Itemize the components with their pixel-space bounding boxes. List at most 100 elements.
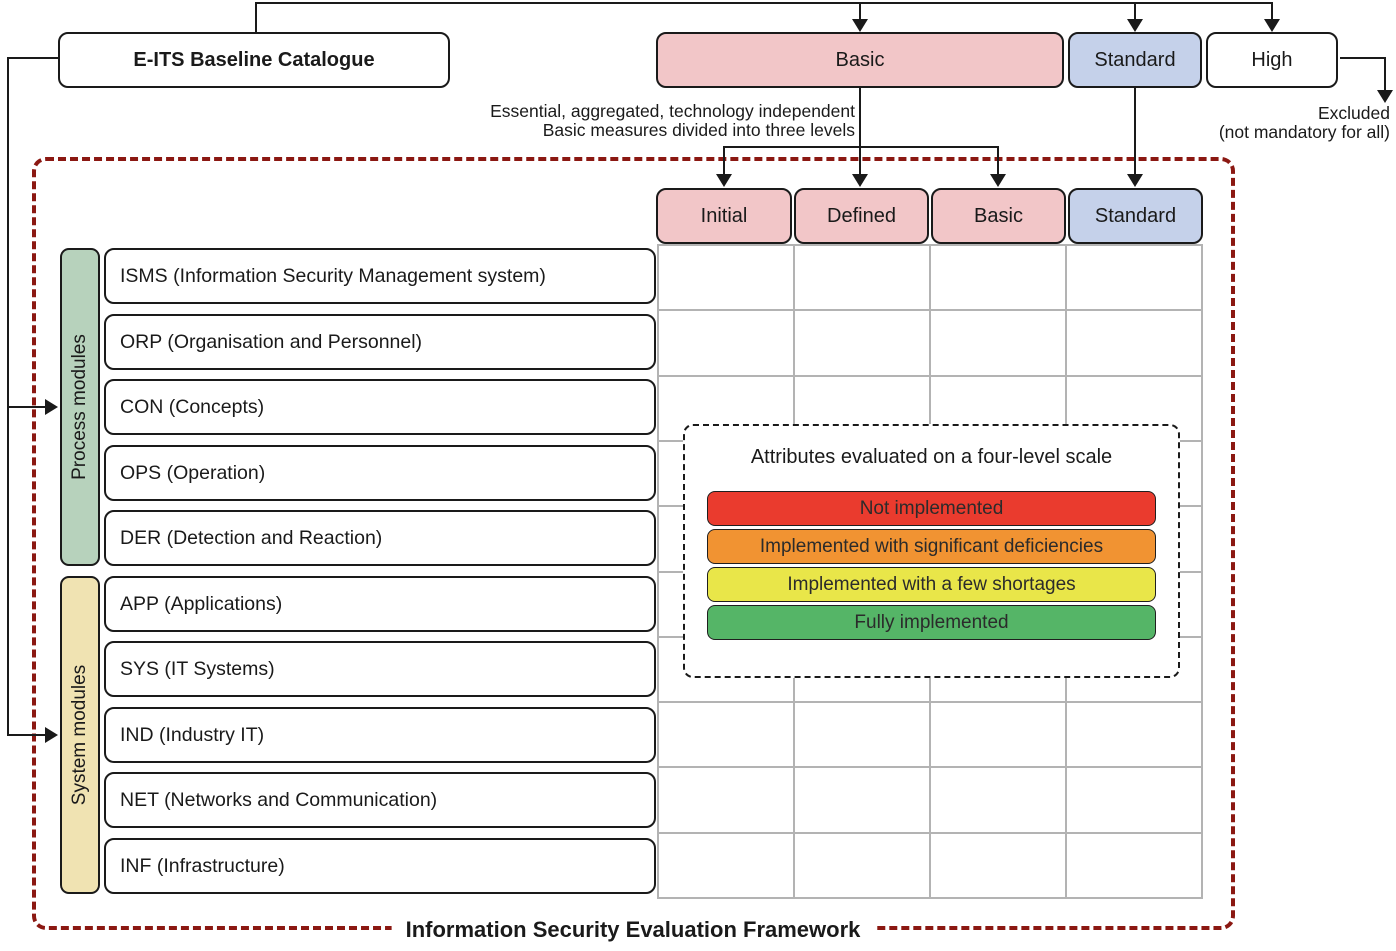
arrow-down-icon bbox=[852, 19, 868, 32]
arrow-down-icon bbox=[990, 174, 1006, 187]
connector-top-spine bbox=[255, 2, 1273, 4]
arrow-down-icon bbox=[1377, 90, 1393, 103]
module-row-ind: IND (Industry IT) bbox=[104, 707, 656, 763]
grid-cell bbox=[794, 245, 930, 311]
legend-level-label: Not implemented bbox=[859, 497, 1004, 519]
group-strip-process: Process modules bbox=[60, 248, 100, 566]
excluded-note: Excluded (not mandatory for all) bbox=[1160, 104, 1390, 142]
excluded-note-line1: Excluded bbox=[1318, 103, 1390, 123]
excluded-note-line2: (not mandatory for all) bbox=[1218, 122, 1390, 142]
grid-cell bbox=[1066, 832, 1202, 898]
arrow-down-icon bbox=[1264, 19, 1280, 32]
connector-catalogue-left bbox=[8, 57, 58, 59]
arrow-down-icon bbox=[1127, 174, 1143, 187]
module-label: OPS (Operation) bbox=[120, 461, 266, 484]
catalogue-box: E-ITS Baseline Catalogue bbox=[58, 32, 450, 88]
connector-drop-high bbox=[1271, 2, 1273, 20]
grid-cell bbox=[794, 767, 930, 833]
connector-to-system bbox=[8, 734, 46, 736]
module-label: SYS (IT Systems) bbox=[120, 657, 275, 680]
legend-title: Attributes evaluated on a four-level sca… bbox=[750, 446, 1113, 468]
connector-basic-branch bbox=[723, 146, 999, 148]
grid-cell bbox=[930, 245, 1066, 311]
framework-title: Information Security Evaluation Framewor… bbox=[391, 917, 875, 943]
arrow-right-icon bbox=[45, 399, 58, 415]
grid-cell bbox=[1066, 245, 1202, 311]
module-label: CON (Concepts) bbox=[120, 395, 265, 418]
column-header-basic: Basic bbox=[931, 188, 1066, 244]
basic-note-line1: Essential, aggregated, technology indepe… bbox=[490, 101, 855, 121]
grid-cell bbox=[794, 310, 930, 376]
grid-cell bbox=[658, 310, 794, 376]
legend-level-label: Fully implemented bbox=[854, 611, 1009, 633]
module-label: IND (Industry IT) bbox=[120, 723, 265, 746]
connector-drop-basic-col bbox=[997, 146, 999, 176]
legend-level-label: Implemented with significant deficiencie… bbox=[759, 535, 1104, 557]
legend-level-fully-implemented: Fully implemented bbox=[707, 605, 1156, 640]
legend-level-few-shortages: Implemented with a few shortages bbox=[707, 567, 1156, 602]
module-label: DER (Detection and Reaction) bbox=[120, 526, 383, 549]
basic-note: Essential, aggregated, technology indepe… bbox=[440, 102, 855, 140]
module-row-app: APP (Applications) bbox=[104, 576, 656, 632]
column-header-label: Initial bbox=[700, 204, 748, 227]
connector-drop-basic bbox=[859, 2, 861, 20]
grid-cell bbox=[930, 767, 1066, 833]
legend-box: Attributes evaluated on a four-level sca… bbox=[683, 424, 1180, 678]
module-row-ops: OPS (Operation) bbox=[104, 445, 656, 501]
module-row-sys: SYS (IT Systems) bbox=[104, 641, 656, 697]
level-box-standard: Standard bbox=[1068, 32, 1202, 88]
arrow-down-icon bbox=[716, 174, 732, 187]
level-standard-label: Standard bbox=[1094, 48, 1176, 71]
level-box-high: High bbox=[1206, 32, 1338, 88]
grid-cell bbox=[930, 702, 1066, 768]
module-row-inf: INF (Infrastructure) bbox=[104, 838, 656, 894]
grid-cell bbox=[1066, 310, 1202, 376]
connector-standard-col bbox=[1134, 88, 1136, 176]
grid-cell bbox=[794, 702, 930, 768]
level-box-basic: Basic bbox=[656, 32, 1064, 88]
level-high-label: High bbox=[1251, 48, 1293, 71]
column-header-label: Defined bbox=[827, 204, 896, 227]
module-label: APP (Applications) bbox=[120, 592, 283, 615]
connector-left-spine bbox=[7, 57, 9, 736]
column-header-standard: Standard bbox=[1068, 188, 1203, 244]
module-label: ISMS (Information Security Management sy… bbox=[120, 264, 546, 287]
grid-cell bbox=[930, 310, 1066, 376]
legend-level-not-implemented: Not implemented bbox=[707, 491, 1156, 526]
grid-cell bbox=[658, 245, 794, 311]
column-header-label: Standard bbox=[1094, 204, 1177, 227]
module-label: NET (Networks and Communication) bbox=[120, 788, 438, 811]
group-strip-label: System modules bbox=[69, 664, 91, 806]
catalogue-label: E-ITS Baseline Catalogue bbox=[133, 48, 375, 71]
grid-cell bbox=[794, 832, 930, 898]
arrow-right-icon bbox=[45, 727, 58, 743]
module-row-orp: ORP (Organisation and Personnel) bbox=[104, 314, 656, 370]
group-strip-system: System modules bbox=[60, 576, 100, 894]
connector-drop-initial bbox=[723, 146, 725, 176]
module-label: INF (Infrastructure) bbox=[120, 854, 285, 877]
column-header-label: Basic bbox=[974, 204, 1023, 227]
connector-to-process bbox=[8, 406, 46, 408]
basic-note-line2: Basic measures divided into three levels bbox=[542, 120, 855, 140]
connector-high-excluded-h bbox=[1340, 57, 1386, 59]
connector-basic-main bbox=[859, 88, 861, 176]
connector-drop-standard bbox=[1134, 2, 1136, 20]
module-row-net: NET (Networks and Communication) bbox=[104, 772, 656, 828]
legend-level-label: Implemented with a few shortages bbox=[787, 573, 1076, 595]
grid-cell bbox=[658, 767, 794, 833]
module-row-der: DER (Detection and Reaction) bbox=[104, 510, 656, 566]
module-row-con: CON (Concepts) bbox=[104, 379, 656, 435]
column-header-initial: Initial bbox=[656, 188, 792, 244]
grid-cell bbox=[658, 702, 794, 768]
grid-cell bbox=[930, 832, 1066, 898]
module-row-isms: ISMS (Information Security Management sy… bbox=[104, 248, 656, 304]
grid-cell bbox=[1066, 767, 1202, 833]
level-basic-label: Basic bbox=[835, 48, 885, 71]
module-label: ORP (Organisation and Personnel) bbox=[120, 330, 423, 353]
connector-high-excluded-v bbox=[1384, 57, 1386, 92]
group-strip-label: Process modules bbox=[69, 334, 91, 480]
grid-cell bbox=[1066, 702, 1202, 768]
connector-catalogue-up bbox=[255, 2, 257, 33]
column-header-defined: Defined bbox=[794, 188, 929, 244]
